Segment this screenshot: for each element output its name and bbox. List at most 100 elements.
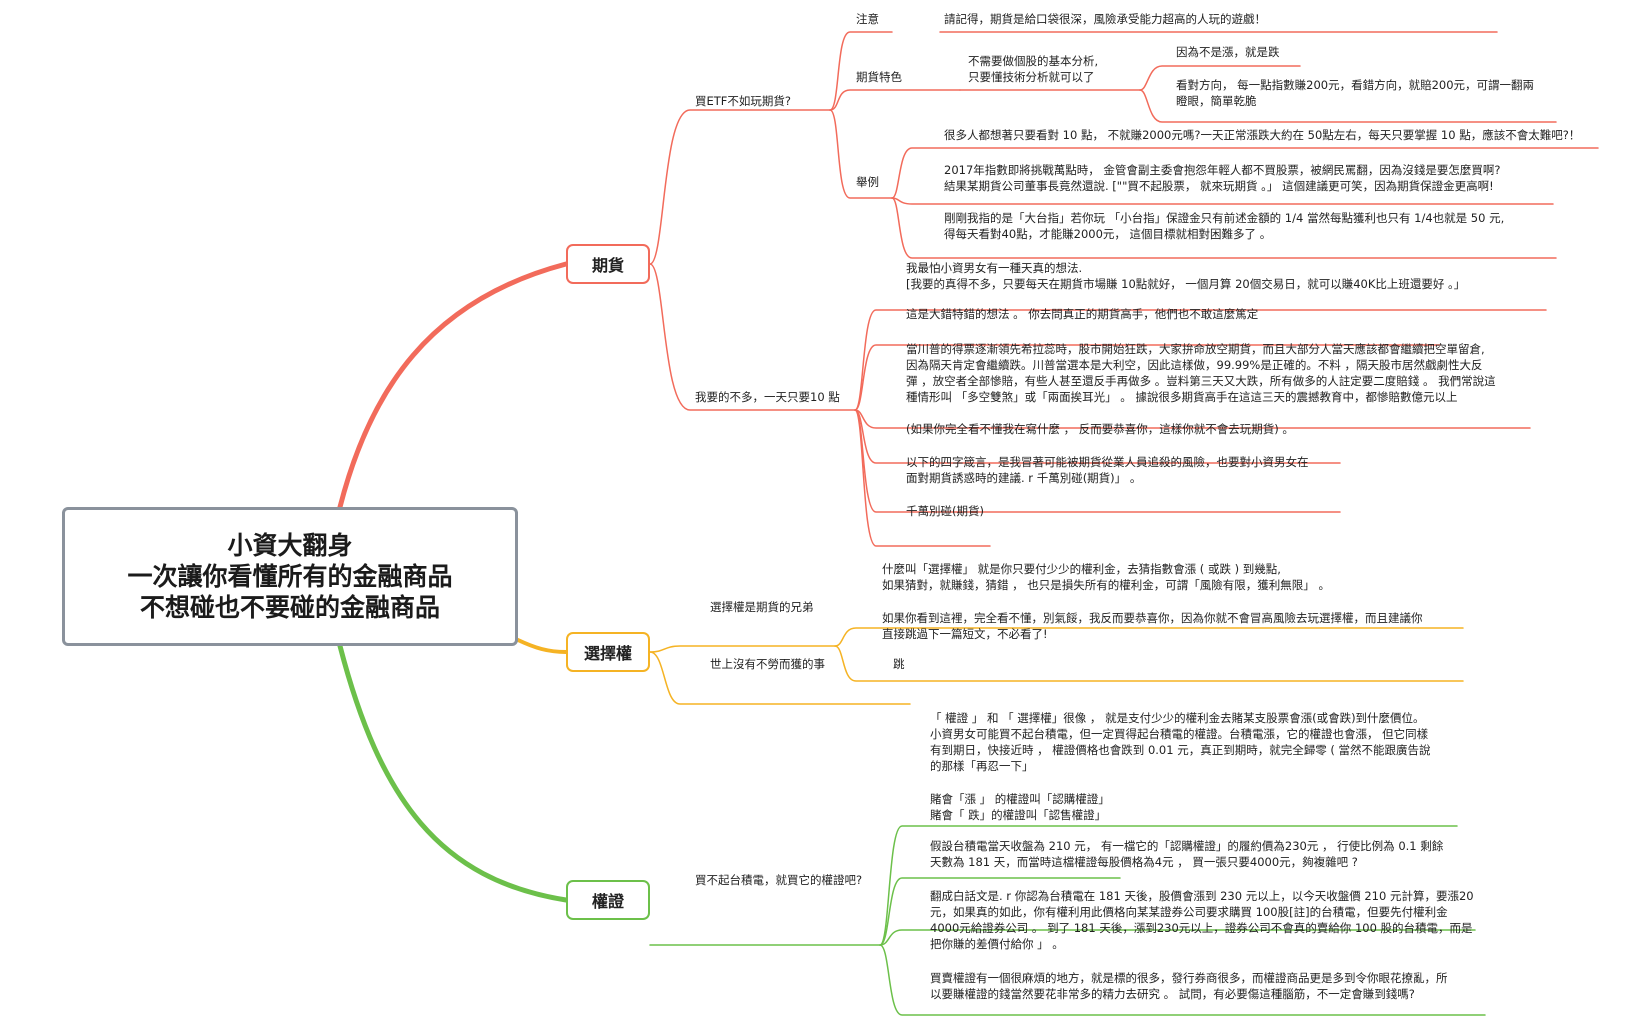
node-feature-r2-line: 看對方向， 每一點指數賺200元，看錯方向，就賠200元，可謂一翻兩: [1176, 78, 1535, 92]
node-skip[interactable]: 跳: [893, 656, 905, 672]
edge-wb1-item4: [879, 944, 1486, 1016]
node-options-2-line: 直接跳過下一篇短文，不必看了!: [882, 627, 1048, 641]
node-ten-points-1-line: 我最怕小資男女有一種天真的想法.: [906, 261, 1083, 275]
connector-root-warrants: [337, 643, 569, 903]
node-feature-r1-text: 因為不是漲，就是跌: [1176, 45, 1280, 59]
node-feature-r2-line: 瞪眼，簡單乾脆: [1176, 94, 1257, 108]
node-options-1-line: 如果猜對，就賺錢，猜錯 ， 也只是損失所有的權利金，可謂「風險有限，獲利無限」 …: [882, 578, 1330, 592]
node-ten-points-4-line: (如果你完全看不懂我在寫什麼 ， 反而要恭喜你，這樣你就不會去玩期貨) 。: [906, 422, 1294, 436]
node-warrants-2-line: 賭會「 跌」的權證叫「認售權證」: [930, 808, 1107, 822]
node-example-title-text: 舉例: [856, 175, 879, 189]
edge-b1-note: [829, 31, 893, 111]
root-line-1: 小資大翻身: [227, 531, 353, 560]
root-line-3: 不想碰也不要碰的金融商品: [139, 593, 440, 622]
node-warrants-4-line: 把你賺的差價付給你 」 。: [930, 937, 1064, 951]
node-ten-points-2[interactable]: 這是大錯特錯的想法 。 你去問真正的期貨高手，他們也不敢這麼篤定: [906, 306, 1258, 322]
node-ten-points-6[interactable]: 千萬別碰(期貨): [906, 503, 984, 519]
subtopic-etf-vs-futures-text: 買ETF不如玩期貨?: [695, 94, 792, 108]
node-ten-points-1-line: [我要的真得不多，只要每天在期貨市場賺 10點就好， 一個月算 20個交易日，就…: [906, 277, 1466, 291]
node-example-3[interactable]: 剛剛我指的是「大台指」若你玩 「小台指」保證金只有前述金額的 1/4 當然每點獲…: [944, 210, 1504, 242]
node-warrants-5[interactable]: 買賣權證有一個很麻煩的地方，就是標的很多，發行券商很多，而權證商品更是多到令你眼…: [930, 970, 1448, 1002]
node-example-1[interactable]: 很多人都想著只要看對 10 點， 不就賺2000元嗎?一天正常漲跌大約在 50點…: [944, 127, 1580, 143]
node-ten-points-1[interactable]: 我最怕小資男女有一種天真的想法. [我要的真得不多，只要每天在期貨市場賺 10點…: [906, 260, 1465, 292]
node-warrants-5-line: 買賣權證有一個很麻煩的地方，就是標的很多，發行券商很多，而權證商品更是多到令你眼…: [930, 971, 1448, 985]
node-warrants-3[interactable]: 假設台積電當天收盤為 210 元， 有一檔它的「認購權證」的履約價為230元 ，…: [930, 838, 1443, 870]
node-feature-mid[interactable]: 不需要做個股的基本分析, 只要懂技術分析就可以了: [968, 53, 1098, 85]
subtopic-buy-warrants[interactable]: 買不起台積電，就買它的權證吧?: [695, 872, 862, 888]
node-note-title[interactable]: 注意: [856, 11, 879, 27]
edge-feature-r1: [1139, 65, 1301, 91]
edge-example-1: [891, 147, 1599, 199]
node-ten-points-3[interactable]: 當川普的得票逐漸領先希拉蕊時，股市開始狂跌，大家拚命放空期貨，而且大部分人當天應…: [906, 341, 1496, 405]
edge-b1-example: [829, 109, 893, 199]
edge-ob1-item2: [834, 645, 1464, 682]
node-warrants-3-line: 天數為 181 天，而當時這檔權證每股價格為4元 ， 買一張只要4000元，夠複…: [930, 855, 1358, 869]
edge-example-3: [891, 197, 1557, 259]
topic-options-label: 選擇權: [583, 644, 632, 663]
edge-futures-b1: [649, 109, 831, 265]
node-ten-points-3-line: 種情形叫 「多空雙煞」或「兩面挨耳光」 。 據說很多期貨高手在這這三天的震撼教育…: [906, 390, 1458, 404]
node-options-1-line: 什麼叫「選擇權」 就是你只要付少少的權利金，去猜指數會漲 ( 或跌 ) 到幾點,: [882, 562, 1281, 576]
node-ten-points-5[interactable]: 以下的四字箴言，是我冒著可能被期貨從業人員追殺的風險，也要對小資男女在 面對期貨…: [906, 454, 1309, 486]
edge-b2-item6: [854, 409, 991, 547]
node-warrants-4-line: 4000元給證券公司 。 到了 181 天後，漲到230元以上，證券公司不會真的…: [930, 921, 1473, 935]
node-warrants-4-line: 元，如果真的如此，你有權利用此價格向某某證券公司要求購買 100股[註]的台積電…: [930, 905, 1448, 919]
node-warrants-4[interactable]: 翻成白話文是. r 你認為台積電在 181 天後，股價會漲到 230 元以上，以…: [930, 888, 1474, 952]
subtopic-ten-points[interactable]: 我要的不多，一天只要10 點: [695, 389, 840, 405]
node-feature-mid-line: 不需要做個股的基本分析,: [968, 54, 1099, 68]
node-warrants-2[interactable]: 賭會「漲 」 的權證叫「認購權證」 賭會「 跌」的權證叫「認售權證」: [930, 791, 1110, 823]
edge-options-b2: [649, 651, 911, 705]
topic-futures-label: 期貨: [591, 256, 624, 275]
subtopic-no-free-lunch[interactable]: 世上沒有不勞而獲的事: [710, 656, 825, 672]
node-warrants-1-line: 有到期日，快接近時 ， 權證價格也會跌到 0.01 元，真正到期時，就完全歸零 …: [930, 743, 1431, 757]
topic-warrants-label: 權證: [591, 892, 624, 911]
root-topic[interactable]: 小資大翻身 一次讓你看懂所有的金融商品 不想碰也不要碰的金融商品: [62, 507, 518, 646]
node-skip-text: 跳: [893, 657, 905, 671]
node-options-1[interactable]: 什麼叫「選擇權」 就是你只要付少少的權利金，去猜指數會漲 ( 或跌 ) 到幾點,…: [882, 561, 1330, 593]
node-feature-title[interactable]: 期貨特色: [856, 69, 902, 85]
node-example-2[interactable]: 2017年指數即將挑戰萬點時， 金管會副主委會抱怨年輕人都不買股票，被網民罵翻，…: [944, 162, 1501, 194]
topic-futures[interactable]: 期貨: [566, 244, 650, 284]
subtopic-options-brother-text: 選擇權是期貨的兄弟: [710, 600, 814, 614]
subtopic-etf-vs-futures[interactable]: 買ETF不如玩期貨?: [695, 93, 791, 109]
node-ten-points-5-line: 面對期貨誘惑時的建議. r 千萬別碰(期貨)」 。: [906, 471, 1142, 485]
node-feature-title-text: 期貨特色: [856, 70, 902, 84]
node-note-title-text: 注意: [856, 12, 879, 26]
edge-example-2: [891, 197, 1554, 205]
node-ten-points-4[interactable]: (如果你完全看不懂我在寫什麼 ， 反而要恭喜你，這樣你就不會去玩期貨) 。: [906, 421, 1294, 437]
node-feature-r1[interactable]: 因為不是漲，就是跌: [1176, 44, 1280, 60]
edge-wb1-item3: [879, 929, 1476, 946]
connector-root-options: [516, 638, 568, 654]
root-line-2: 一次讓你看懂所有的金融商品: [127, 562, 453, 591]
topic-warrants[interactable]: 權證: [566, 880, 650, 920]
node-ten-points-5-line: 以下的四字箴言，是我冒著可能被期貨從業人員追殺的風險，也要對小資男女在: [906, 455, 1309, 469]
node-warrants-2-line: 賭會「漲 」 的權證叫「認購權證」: [930, 792, 1110, 806]
edge-wb1-item2: [879, 877, 1121, 946]
node-feature-r2[interactable]: 看對方向， 每一點指數賺200元，看錯方向，就賠200元，可謂一翻兩 瞪眼，簡單…: [1176, 77, 1534, 109]
edge-options-b1: [649, 645, 836, 653]
node-example-title[interactable]: 舉例: [856, 174, 879, 190]
node-ten-points-2-line: 這是大錯特錯的想法 。 你去問真正的期貨高手，他們也不敢這麼篤定: [906, 307, 1259, 321]
node-example-2-line: 結果某期貨公司董事長竟然還說. [""買不起股票， 就來玩期貨 。」 這個建議更…: [944, 179, 1494, 193]
node-warrants-5-line: 以要賺權證的錢當然要花非常多的精力去研究 。 試問，有必要傷這種腦筋，不一定會賺…: [930, 987, 1415, 1001]
edge-b1-feature: [829, 89, 961, 111]
subtopic-options-brother[interactable]: 選擇權是期貨的兄弟: [710, 599, 814, 615]
node-warrants-1[interactable]: 「 權證 」 和 「 選擇權」很像 ， 就是支付少少的權利金去賭某支股票會漲(或…: [930, 710, 1431, 774]
node-options-2-line: 如果你看到這裡，完全看不懂，別氣餒，我反而要恭喜你，因為你就不會冒高風險去玩選擇…: [882, 611, 1423, 625]
node-example-1-line: 很多人都想著只要看對 10 點， 不就賺2000元嗎?一天正常漲跌大約在 50點…: [944, 128, 1581, 142]
node-note-text[interactable]: 請記得，期貨是給口袋很深，風險承受能力超高的人玩的遊戲！: [944, 11, 1266, 27]
edge-ob1-item1: [834, 627, 1464, 647]
subtopic-no-free-lunch-text: 世上沒有不勞而獲的事: [710, 657, 825, 671]
node-example-2-line: 2017年指數即將挑戰萬點時， 金管會副主委會抱怨年輕人都不買股票，被網民罵翻，…: [944, 163, 1501, 177]
edge-feature-r2: [1139, 89, 1557, 123]
node-note-text-line: 請記得，期貨是給口袋很深，風險承受能力超高的人玩的遊戲！: [944, 12, 1266, 26]
node-ten-points-3-line: 彈 ，放空者全部慘賠，有些人甚至還反手再做多 。豈料第三天又大跌，所有做多的人註…: [906, 374, 1496, 388]
node-feature-mid-line: 只要懂技術分析就可以了: [968, 70, 1095, 84]
node-options-2[interactable]: 如果你看到這裡，完全看不懂，別氣餒，我反而要恭喜你，因為你就不會冒高風險去玩選擇…: [882, 610, 1423, 642]
node-ten-points-3-line: 當川普的得票逐漸領先希拉蕊時，股市開始狂跌，大家拚命放空期貨，而且大部分人當天應…: [906, 342, 1485, 356]
topic-options[interactable]: 選擇權: [566, 632, 650, 672]
edge-wb1-item1: [879, 825, 1458, 946]
edge-b2-item2: [854, 344, 1441, 411]
node-warrants-1-line: 「 權證 」 和 「 選擇權」很像 ， 就是支付少少的權利金去賭某支股票會漲(或…: [930, 711, 1425, 725]
